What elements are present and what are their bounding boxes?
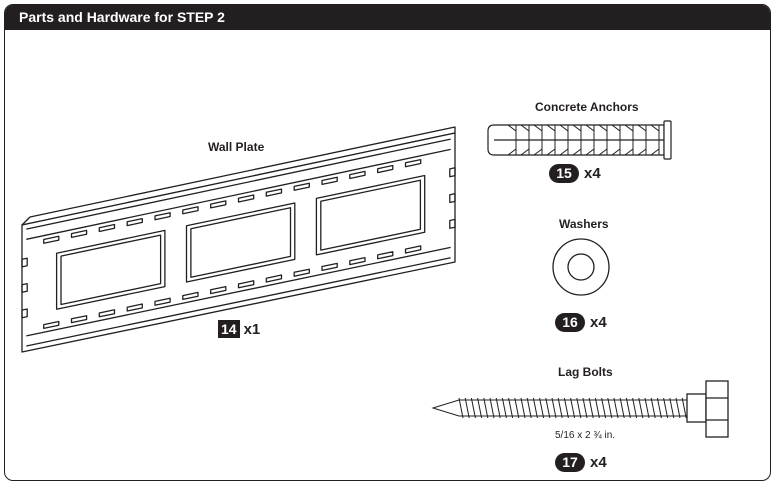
- mounting-slot: [43, 235, 60, 244]
- mounting-slot: [210, 200, 227, 209]
- mounting-slot: [210, 285, 227, 295]
- plate-window: [185, 202, 296, 283]
- plate-window: [55, 229, 166, 310]
- mounting-slot: [126, 303, 143, 312]
- plate-window: [315, 174, 426, 256]
- mounting-slot: [293, 268, 310, 277]
- mounting-slot: [98, 223, 116, 233]
- wall-plate-quantity: 14 x1: [218, 320, 260, 338]
- mounting-slot: [321, 176, 338, 186]
- washers-quantity: 16 x4: [555, 313, 607, 332]
- quantity-text: x1: [243, 320, 261, 338]
- mounting-slot: [98, 309, 116, 318]
- mounting-slot: [70, 315, 88, 324]
- mounting-slot: [154, 297, 171, 306]
- washer-illustration: [552, 238, 610, 296]
- quantity-text: x4: [590, 454, 607, 471]
- mounting-slot: [126, 217, 143, 227]
- mounting-slot: [182, 291, 199, 301]
- lag-bolt-size: 5/16 x 2 ¾ in.: [555, 430, 616, 441]
- mounting-slot: [237, 280, 255, 289]
- panel-header: Parts and Hardware for STEP 2: [5, 5, 770, 30]
- mounting-slot: [349, 170, 366, 180]
- part-number-badge: 16: [555, 313, 585, 332]
- mounting-slot: [349, 256, 366, 266]
- quantity-text: x4: [590, 314, 607, 331]
- concrete-anchors-quantity: 15 x4: [549, 164, 601, 183]
- part-number-badge: 17: [555, 453, 585, 472]
- mounting-slot: [404, 158, 422, 168]
- mounting-slot: [293, 182, 310, 191]
- mounting-slot: [182, 206, 199, 215]
- mounting-slot: [404, 245, 422, 254]
- lag-bolts-label: Lag Bolts: [558, 365, 613, 379]
- mounting-slot: [70, 229, 88, 239]
- part-number-badge: 14: [218, 320, 240, 338]
- wall-plate-label: Wall Plate: [208, 140, 265, 154]
- mounting-slot: [377, 164, 394, 174]
- mounting-slot: [321, 262, 338, 272]
- concrete-anchor-illustration: [487, 120, 672, 160]
- lag-bolt-illustration: [431, 380, 729, 438]
- mounting-slot: [265, 188, 283, 197]
- mounting-slot: [377, 251, 394, 260]
- lag-bolts-quantity: 17 x4: [555, 453, 607, 472]
- quantity-text: x4: [584, 165, 601, 182]
- part-number-badge: 15: [549, 164, 579, 183]
- mounting-slot: [43, 320, 60, 330]
- mounting-slot: [237, 194, 255, 203]
- concrete-anchors-label: Concrete Anchors: [535, 100, 639, 114]
- washers-label: Washers: [559, 217, 609, 231]
- mounting-slot: [154, 212, 171, 221]
- mounting-slot: [265, 274, 283, 283]
